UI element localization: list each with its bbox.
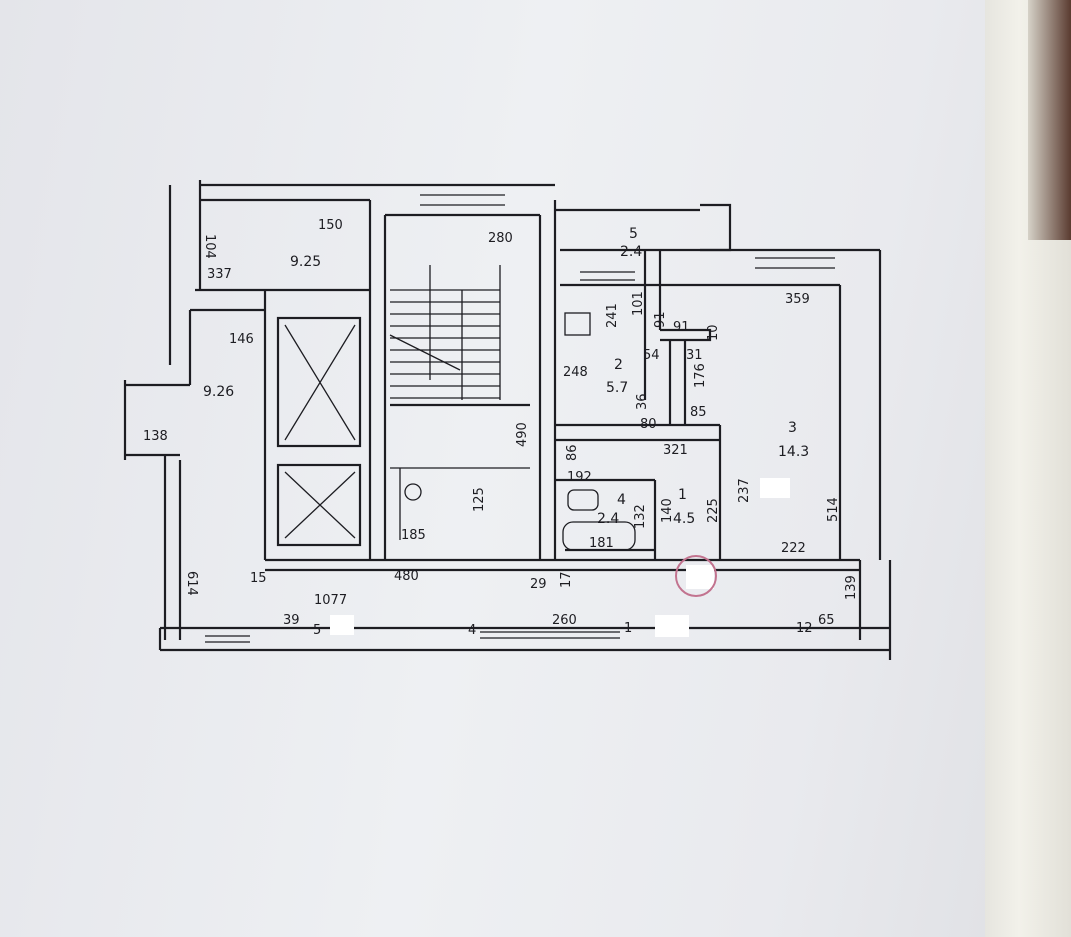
dimension-label: 237 xyxy=(737,478,752,503)
dimension-label: 490 xyxy=(515,422,530,447)
circle-marker xyxy=(675,555,717,597)
room-5-area: 2.4 xyxy=(620,244,642,260)
walls xyxy=(123,180,892,660)
dimension-label: 241 xyxy=(605,303,620,328)
dimension-label: 132 xyxy=(633,504,648,529)
dimension-label: 86 xyxy=(565,444,580,461)
dimension-label: 150 xyxy=(318,218,343,233)
background-table xyxy=(1028,0,1071,240)
dimension-label: 514 xyxy=(826,497,841,522)
room-2-number: 2 xyxy=(614,357,623,373)
room-4-number: 4 xyxy=(617,492,626,508)
room-labels: 5 2.4 2 5.7 3 14.3 1 4.5 4 2.4 9.25 9.26 xyxy=(203,226,809,527)
dimension-label: 5 xyxy=(313,623,321,638)
dimension-label: 91 xyxy=(673,320,690,335)
dimension-label: 65 xyxy=(818,613,835,628)
redaction-box xyxy=(686,565,714,589)
dimension-label: 39 xyxy=(283,613,300,628)
dimension-label: 181 xyxy=(589,536,614,551)
stairs xyxy=(389,265,530,540)
dimension-label: 125 xyxy=(472,487,487,512)
dimension-label: 80 xyxy=(640,417,657,432)
dimension-label: 1 xyxy=(624,621,632,636)
dimension-label: 192 xyxy=(567,470,592,485)
room-4-area: 2.4 xyxy=(597,511,619,527)
dimension-label: 101 xyxy=(631,291,646,316)
dimension-label: 138 xyxy=(143,429,168,444)
dimension-label: 614 xyxy=(184,571,199,596)
dimension-label: 146 xyxy=(229,332,254,347)
dimension-label: 12 xyxy=(796,621,813,636)
dimension-label: 248 xyxy=(563,365,588,380)
dimension-label: 321 xyxy=(663,443,688,458)
stair-area-2: 9.26 xyxy=(203,384,234,400)
dimension-label: 104 xyxy=(202,234,217,259)
dimension-label: 85 xyxy=(690,405,707,420)
stair-area-1: 9.25 xyxy=(290,254,321,270)
dimension-label: 480 xyxy=(394,569,419,584)
room-3-number: 3 xyxy=(788,420,797,436)
room-1-area: 4.5 xyxy=(673,511,695,527)
dimension-label: 31 xyxy=(686,348,703,363)
dimension-label: 359 xyxy=(785,292,810,307)
dimension-label: 185 xyxy=(401,528,426,543)
dimension-label: 280 xyxy=(488,231,513,246)
dimension-label: 140 xyxy=(660,498,675,523)
dimension-label: 1077 xyxy=(314,593,347,608)
room-2-area: 5.7 xyxy=(606,380,628,396)
room-1-number: 1 xyxy=(678,487,687,503)
dimension-label: 4 xyxy=(468,623,476,638)
dimension-label: 222 xyxy=(781,541,806,556)
dimension-label: 36 xyxy=(635,393,650,410)
room-3-area: 14.3 xyxy=(778,444,809,460)
dimension-label: 17 xyxy=(559,571,574,588)
redaction-box xyxy=(760,478,790,498)
dimension-label: 29 xyxy=(530,577,547,592)
dimension-label: 337 xyxy=(207,267,232,282)
dimension-label: 225 xyxy=(706,498,721,523)
dimension-label: 176 xyxy=(693,363,708,388)
dimension-label: 260 xyxy=(552,613,577,628)
redaction-box xyxy=(330,615,354,635)
dimension-label: 139 xyxy=(844,575,859,600)
dimension-label: 10 xyxy=(706,324,721,341)
dimension-label: 15 xyxy=(250,571,267,586)
room-5-number: 5 xyxy=(629,226,638,242)
dimension-label: 54 xyxy=(643,348,660,363)
dimension-label: 91 xyxy=(653,311,668,328)
dimension-labels: 104 150 280 337 146 138 614 15 1077 39 5… xyxy=(143,218,859,638)
redaction-box xyxy=(655,615,689,637)
